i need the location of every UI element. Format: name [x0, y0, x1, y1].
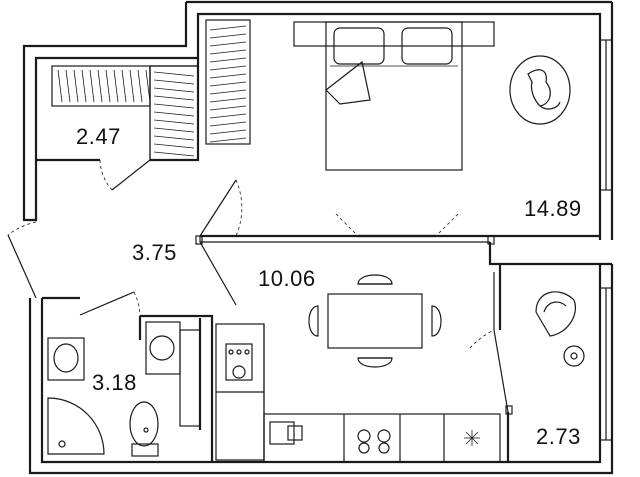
shelf-hatch-line [97, 69, 103, 103]
room-area-bathroom: 3.18 [92, 370, 137, 395]
shelf-hatch-line [209, 49, 247, 55]
door-entrance [7, 221, 37, 299]
shelf-hatch-line [209, 137, 247, 143]
door-bedroom [199, 179, 243, 306]
shelf-hatch-line [121, 69, 127, 103]
shelf-hatch-line [153, 103, 195, 109]
shelf-hatch-line [145, 69, 151, 103]
shelf-hatch-line [209, 25, 247, 31]
bathroom-fixtures [47, 321, 201, 457]
shelf-hatch-line [209, 97, 247, 103]
door-balcony [469, 329, 509, 413]
shelf-hatch-line [153, 127, 195, 133]
shelf-hatch-line [89, 69, 95, 103]
wardrobe-shelving [51, 19, 251, 161]
room-area-hallway: 3.75 [132, 240, 177, 265]
interior-partitions [36, 58, 612, 462]
shelf-hatch-line [153, 87, 195, 93]
shelf-hatch-line [113, 69, 119, 103]
outer-walls [22, 0, 614, 475]
window-right-upper [600, 39, 612, 191]
balcony-furniture [535, 291, 585, 367]
shelf-hatch-line [209, 33, 247, 39]
room-area-balcony: 2.73 [536, 424, 581, 449]
shelf-hatch-line [105, 69, 111, 103]
shelf-hatch-line [209, 57, 247, 63]
dining-table [308, 274, 442, 368]
door-bathroom [79, 291, 141, 317]
shelf-hatch-line [153, 95, 195, 101]
room-area-wardrobe: 2.47 [76, 124, 121, 149]
door-wardrobe [99, 159, 151, 191]
round-rug [509, 55, 571, 125]
shelf-hatch-line [209, 81, 247, 87]
room-area-bedroom: 14.89 [524, 196, 582, 221]
shelf-hatch-line [153, 79, 195, 85]
bed [293, 21, 495, 171]
shelf-hatch-line [153, 71, 195, 77]
shelf-hatch-line [153, 151, 195, 157]
shelf-hatch-line [209, 73, 247, 79]
shelf-hatch-line [153, 135, 195, 141]
room-area-kitchen-living: 10.06 [258, 266, 316, 291]
shelf-hatch-line [153, 119, 195, 125]
shelf-hatch-line [209, 89, 247, 95]
shelf-hatch-line [81, 69, 87, 103]
shelf-hatch-line [209, 105, 247, 111]
kitchen-units [215, 323, 501, 463]
bedroom-glass-partition-marks [335, 213, 459, 238]
shelf-hatch-line [65, 69, 71, 103]
shelf-hatch-line [153, 111, 195, 117]
shelf-hatch-line [209, 121, 247, 127]
shelf-hatch-line [73, 69, 79, 103]
shelf-hatch-line [137, 69, 143, 103]
shelf-hatch-line [209, 41, 247, 47]
shelf-hatch-line [209, 65, 247, 71]
wall-details [195, 235, 513, 415]
shelf-hatch-line [209, 129, 247, 135]
shelf-hatch-line [209, 113, 247, 119]
shelf-hatch-line [57, 69, 63, 103]
window-right-lower [600, 287, 612, 441]
shelf-hatch-line [153, 143, 195, 149]
shelf-hatch-line [129, 69, 135, 103]
